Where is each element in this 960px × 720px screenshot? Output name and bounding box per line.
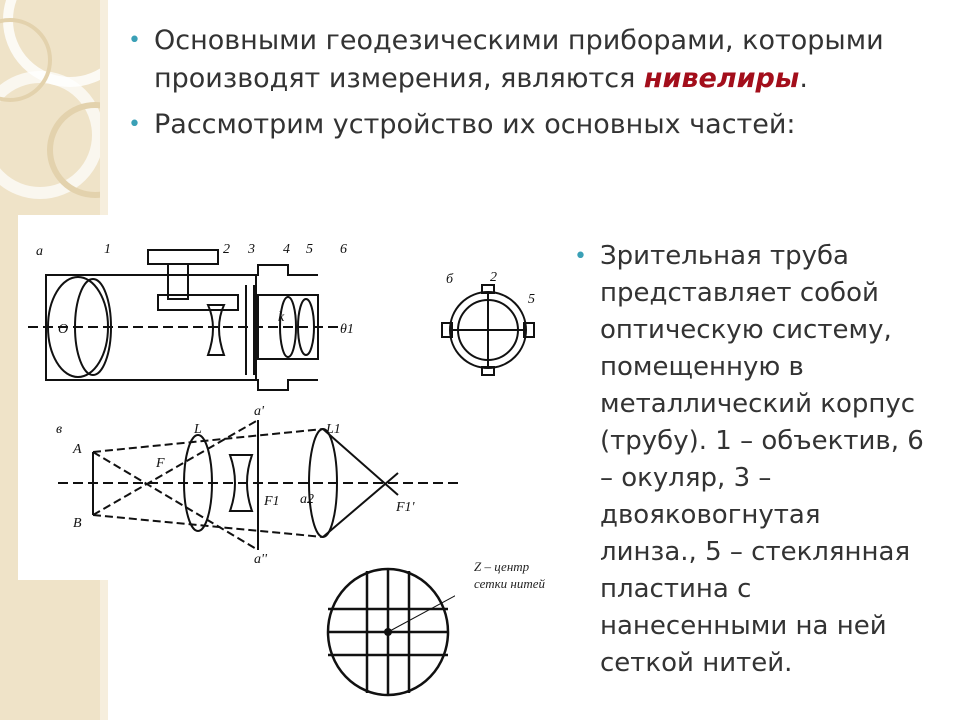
- desc-text-d: – двояковогнутая линза.,: [600, 463, 821, 567]
- bullet-item: • Рассмотрим устройство их основных част…: [128, 106, 928, 144]
- bullet-text: Рассмотрим устройство их основных частей…: [154, 109, 796, 140]
- label-F: F: [155, 456, 165, 471]
- desc-text-b: – объектив,: [731, 426, 908, 456]
- main-bullet-list: • Основными геодезическими приборами, ко…: [128, 22, 928, 144]
- label-b: б: [446, 272, 454, 287]
- desc-num-4: 5: [705, 537, 722, 567]
- emphasis-text: нивелиры: [643, 63, 800, 94]
- level-telescope-diagram: а 1 2 3 4 5 6 k θ1 О б 2 5: [18, 215, 548, 580]
- label-5: 5: [306, 242, 313, 257]
- label-ap: a': [254, 404, 265, 419]
- bullet-item: • Зрительная труба представляет собой оп…: [574, 238, 924, 682]
- label-1: 1: [104, 242, 111, 257]
- bullet-marker: •: [574, 244, 587, 269]
- label-4: 4: [283, 242, 290, 257]
- reticle-grid-diagram: [326, 567, 455, 697]
- label-B: B: [73, 516, 82, 531]
- desc-text-e: – стеклянная пластина с нанесенными на н…: [600, 537, 911, 678]
- label-reticle-5: 5: [528, 292, 535, 307]
- desc-num-3: 3: [733, 463, 751, 493]
- bullet-marker: •: [128, 28, 141, 53]
- reticle-caption: Z – центр сетки нитей: [474, 558, 574, 592]
- bullet-item: • Основными геодезическими приборами, ко…: [128, 22, 928, 98]
- description-bullet: • Зрительная труба представляет собой оп…: [574, 238, 924, 682]
- label-theta1: θ1: [340, 322, 354, 337]
- label-2: 2: [223, 242, 230, 257]
- bullet-marker: •: [128, 112, 141, 137]
- caption-line-1: Z – центр: [474, 559, 530, 574]
- desc-text-a: Зрительная труба представляет собой опти…: [600, 241, 916, 456]
- label-a: а: [36, 244, 43, 259]
- bullet-punct: .: [799, 63, 808, 94]
- label-F1p: F1': [395, 500, 416, 515]
- bullet-text: Основными геодезическими приборами, кото…: [154, 25, 884, 94]
- label-6: 6: [340, 242, 347, 257]
- label-L: L: [193, 422, 202, 437]
- desc-text-c: – окуляр,: [600, 463, 734, 493]
- label-v: в: [56, 422, 62, 437]
- label-o: О: [58, 322, 68, 337]
- desc-num-1: 1: [715, 426, 732, 456]
- label-L1: L1: [325, 422, 341, 437]
- label-A: A: [72, 442, 82, 457]
- desc-num-2: 6: [907, 426, 924, 456]
- label-3: 3: [247, 242, 255, 257]
- label-F1: F1: [263, 494, 280, 509]
- label-a2: a2: [300, 492, 314, 507]
- label-app: a'': [254, 552, 268, 567]
- caption-line-2: сетки нитей: [474, 576, 546, 591]
- label-reticle-2: 2: [490, 270, 497, 285]
- label-k: k: [278, 310, 285, 325]
